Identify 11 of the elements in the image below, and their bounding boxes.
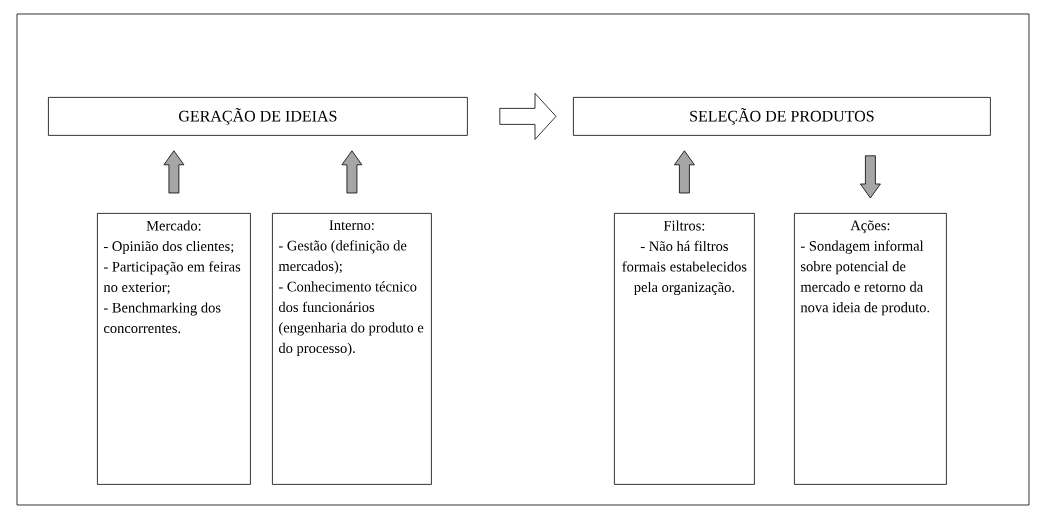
process-box: SELEÇÃO DE PRODUTOS — [573, 97, 991, 136]
text-box: Filtros: - Não há filtros formais estabelecidos pela organização. — [614, 213, 755, 485]
block-arrow — [860, 155, 881, 199]
text-box: Ações: - Sondagem informal sobre potencial de mercado e retorno da nova ideia de produto. — [794, 213, 947, 485]
text-box: Interno: - Gestão (definição de mercados); - Conhecimento técnico dos funcionários (engenharia do produto e do processo). — [272, 213, 432, 485]
block-arrow — [499, 93, 557, 140]
text-box: Mercado: - Opinião dos clientes; - Participação em feiras no exterior; - Benchmarking dos concorrentes. — [97, 213, 251, 485]
process-box: GERAÇÃO DE IDEIAS — [48, 97, 468, 136]
block-arrow — [341, 150, 363, 194]
block-arrow — [163, 150, 185, 194]
block-arrow — [674, 150, 695, 194]
